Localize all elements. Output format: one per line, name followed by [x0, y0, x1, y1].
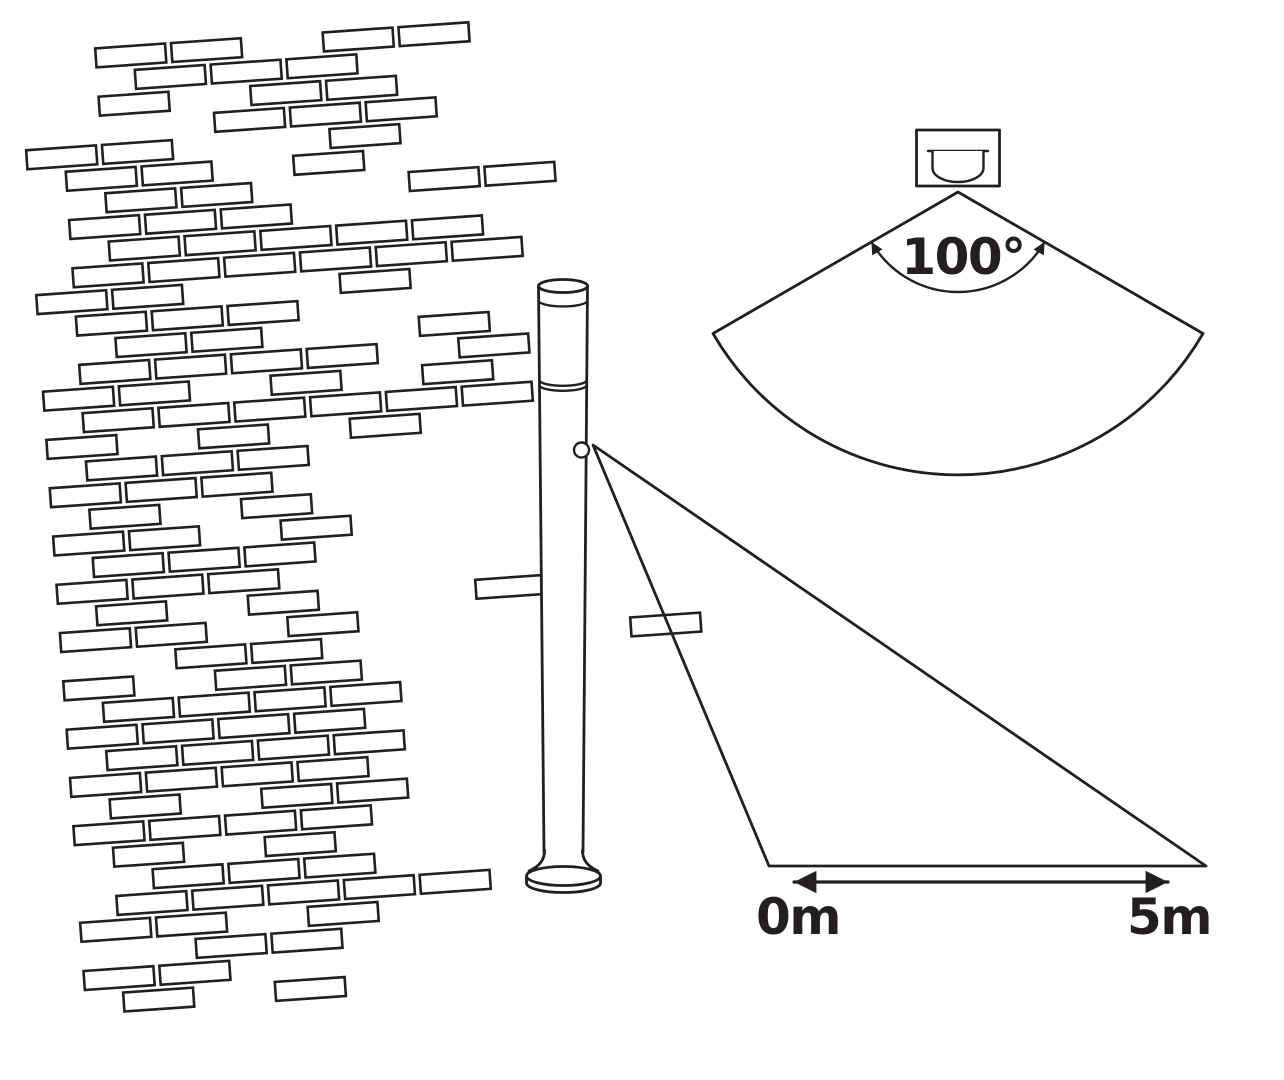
- detection-angle-diagram: 100°: [711, 128, 1205, 477]
- angle-dimension-arc: [870, 240, 1046, 294]
- lamp-ring-lower-2: [538, 384, 588, 392]
- pole-top-cap: [537, 278, 589, 294]
- detection-angle-label: 100°: [901, 228, 1024, 286]
- bollard-body: [538, 286, 588, 861]
- detection-fan-icon: [711, 190, 1205, 477]
- motion-sensor-icon: [572, 441, 591, 459]
- lamp-ring-upper: [537, 299, 589, 308]
- bollard-flare: [528, 848, 599, 872]
- range-start-label: 0m: [756, 888, 840, 946]
- base-rim-bottom: [525, 874, 602, 894]
- lamp-ring-lower-1: [538, 379, 588, 387]
- bollard-base-fill: [526, 866, 601, 893]
- detection-triangle-icon: [591, 443, 1208, 868]
- bollard-light-icon: [525, 278, 602, 894]
- brick-wall-icon: [24, 20, 703, 1013]
- range-end-label: 5m: [1127, 888, 1211, 946]
- sensor-lens-icon: [931, 149, 985, 184]
- detection-range-diagram: 0m 5m: [591, 443, 1212, 946]
